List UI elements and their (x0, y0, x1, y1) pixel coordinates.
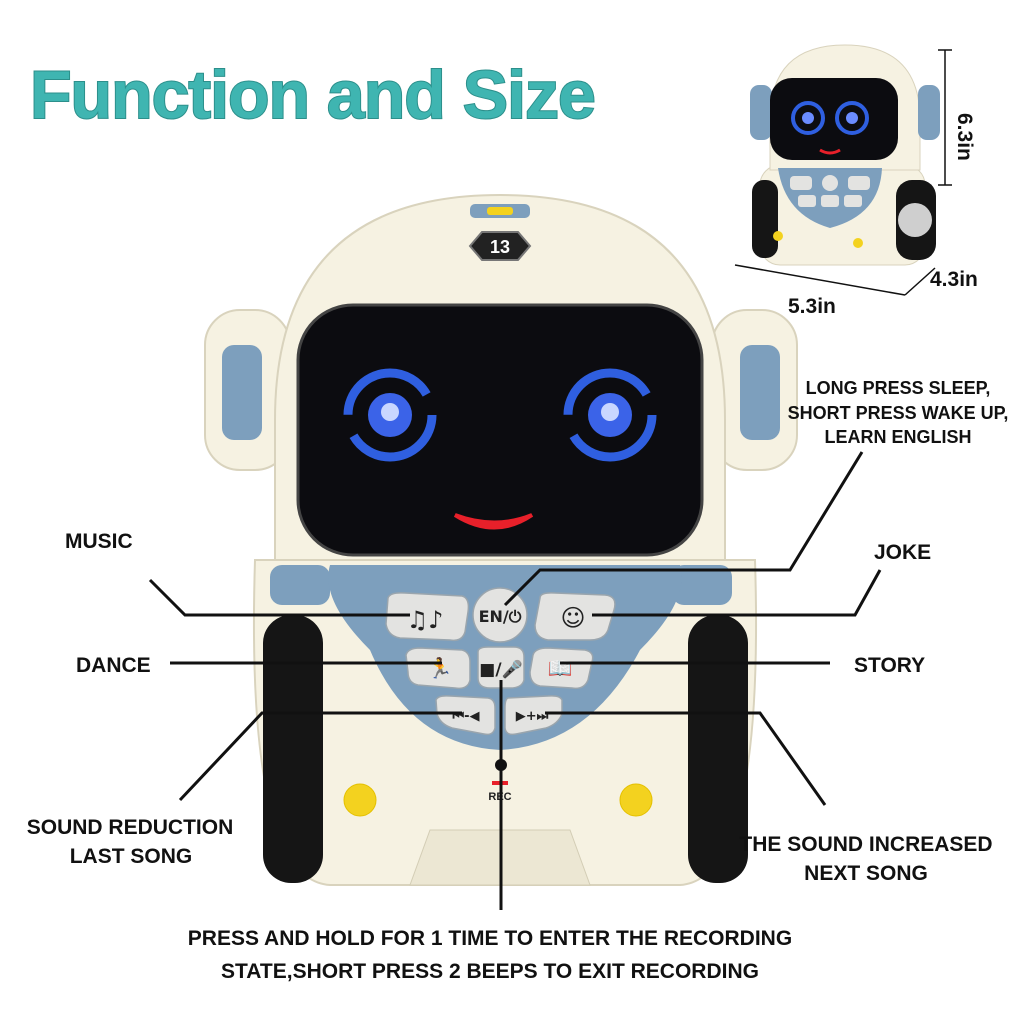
music-label: MUSIC (65, 530, 133, 553)
face-screen (296, 303, 704, 557)
page-title: Function and Size (30, 57, 595, 133)
book-icon: 📖 (548, 656, 573, 680)
right-arm (672, 565, 732, 605)
prev-volume-down-icon: ⏮-◀ (452, 709, 479, 724)
left-yellow-button[interactable] (343, 783, 377, 817)
model-badge-text: 13 (490, 237, 510, 257)
power-language-button[interactable]: EN/⏻ (472, 587, 528, 643)
next-volume-up-icon: ▶+⏭ (516, 709, 549, 724)
width-dimension: 5.3in (788, 295, 836, 318)
music-button[interactable]: ♫♪ (385, 592, 470, 642)
height-dimension: 6.3in (953, 113, 976, 161)
sleep-label-line3: LEARN ENGLISH (824, 427, 971, 447)
recording-label-line1: PRESS AND HOLD FOR 1 TIME TO ENTER THE R… (188, 927, 792, 950)
story-label: STORY (854, 654, 925, 677)
left-wheel (263, 615, 323, 883)
story-button[interactable]: 📖 (529, 647, 594, 690)
dance-button[interactable]: 🏃 (405, 647, 471, 690)
recording-label-line2: STATE,SHORT PRESS 2 BEEPS TO EXIT RECORD… (221, 960, 759, 983)
robot-size-thumbnail (750, 44, 940, 266)
right-wheel (688, 615, 748, 883)
sleep-label-line2: SHORT PRESS WAKE UP, (788, 403, 1009, 423)
stop-mic-icon: ■/🎤 (479, 659, 522, 680)
next-song-label: NEXT SONG (804, 862, 928, 885)
joke-button[interactable]: ☺ (534, 592, 616, 641)
right-ear-panel (740, 345, 780, 440)
head-top-light (487, 207, 513, 215)
sound-reduction-label: SOUND REDUCTION (27, 816, 234, 839)
record-button[interactable]: ■/🎤 (477, 646, 525, 689)
left-arm (270, 565, 330, 605)
left-ear-panel (222, 345, 262, 440)
depth-dimension: 4.3in (930, 268, 978, 291)
next-volume-up-button[interactable]: ▶+⏭ (504, 695, 563, 736)
robot-main: 13 ♫♪ EN/⏻ ☺ 🏃 (204, 193, 798, 886)
music-notes-icon: ♫♪ (407, 606, 444, 634)
model-badge (468, 231, 532, 261)
dancers-icon: 🏃 (428, 656, 453, 680)
right-eye (563, 368, 657, 462)
dance-label: DANCE (76, 654, 151, 677)
dimension-lines (734, 49, 952, 296)
leader-lines (148, 451, 882, 910)
sound-increased-label: THE SOUND INCREASED (739, 833, 992, 856)
sleep-label-line1: LONG PRESS SLEEP, (806, 378, 991, 398)
wink-face-icon: ☺ (560, 604, 585, 632)
left-eye (343, 368, 437, 462)
power-button-label: EN/⏻ (479, 607, 522, 626)
last-song-label: LAST SONG (70, 845, 193, 868)
mouth (453, 513, 534, 530)
right-yellow-button[interactable] (619, 783, 653, 817)
joke-label: JOKE (874, 541, 931, 564)
